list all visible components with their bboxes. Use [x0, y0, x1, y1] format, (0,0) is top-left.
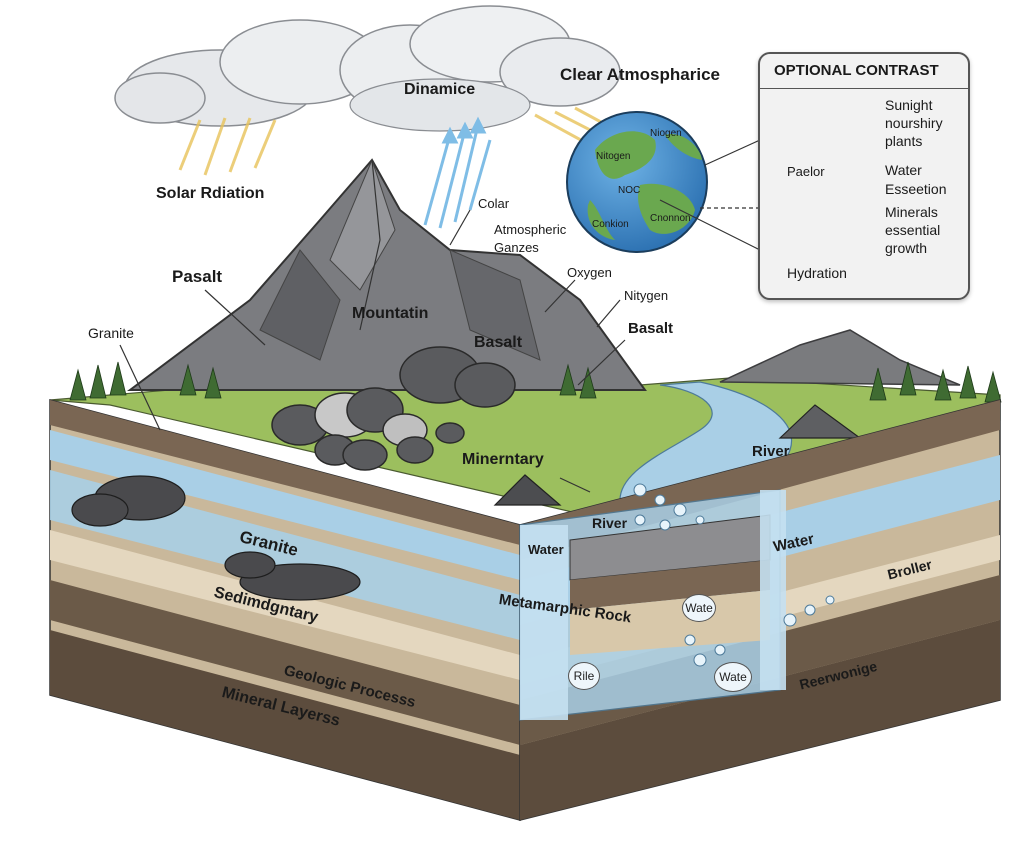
optional-contrast-panel: OPTIONAL CONTRAST: [758, 52, 970, 300]
label-niogen: Niogen: [650, 128, 682, 139]
leader-lines: [119, 139, 790, 493]
panel-sunlight-1: Sunight: [885, 97, 933, 113]
boulders: [271, 346, 516, 471]
label-minerntary: Minerntary: [462, 451, 544, 468]
atmospheric-arrows: [423, 116, 492, 229]
label-cnonnon: Cnonnon: [650, 213, 691, 224]
panel-hydration: Hydration: [787, 265, 847, 281]
panel-minerals-2: essential: [885, 222, 941, 238]
panel-water-2: Esseetion: [885, 181, 947, 197]
label-river-mid: River: [592, 515, 628, 531]
label-solar-rdiation: Solar Rdiation: [156, 185, 265, 202]
right-mound: [778, 404, 862, 439]
panel-sunlight-3: plants: [885, 133, 923, 149]
label-mountatin: Mountatin: [352, 305, 429, 322]
label-nitygen: Nitygen: [624, 288, 669, 303]
label-pasalt: Pasalt: [172, 267, 223, 286]
bubble-rile: Rile: [568, 662, 600, 690]
label-clear-atmospharice: Clear Atmospharice: [560, 65, 720, 84]
label-ganzes: Ganzes: [494, 240, 539, 255]
label-colar: Colar: [478, 196, 510, 211]
panel-paelor: Paelor: [787, 164, 825, 179]
label-river-right: River: [752, 443, 790, 460]
label-atmospheric: Atmospheric: [494, 222, 567, 237]
trees: [69, 361, 1002, 403]
bubble-wate-bottom: Wate: [714, 662, 752, 692]
mountain: [127, 158, 647, 391]
panel-water-1: Water: [885, 162, 922, 178]
label-conkion: Conkion: [592, 219, 629, 230]
label-basalt-right: Basalt: [628, 320, 674, 337]
label-basalt-center: Basalt: [474, 334, 523, 351]
label-water-left: Water: [528, 542, 564, 557]
panel-header: OPTIONAL CONTRAST: [760, 54, 968, 89]
label-granite-top: Granite: [88, 325, 134, 341]
earth-globe: [566, 111, 708, 253]
label-noc: NOC: [618, 185, 641, 196]
label-nitogen: Nitogen: [596, 151, 631, 162]
small-mound: [493, 474, 562, 506]
solar-rays: [178, 106, 613, 176]
layer-rocks: [71, 475, 361, 601]
panel-title: OPTIONAL CONTRAST: [774, 62, 939, 79]
panel-minerals-1: Minerals: [885, 204, 938, 220]
panel-minerals-3: growth: [885, 240, 928, 256]
water-bubbles: [633, 483, 835, 667]
label-oxygen: Oxygen: [567, 265, 612, 280]
storm-cloud: [114, 5, 621, 132]
right-hill: [719, 329, 961, 386]
label-dinamice: Dinamice: [404, 81, 476, 98]
panel-sunlight-2: nourshiry: [885, 115, 943, 131]
bubble-wate-top: Wate: [682, 594, 716, 622]
